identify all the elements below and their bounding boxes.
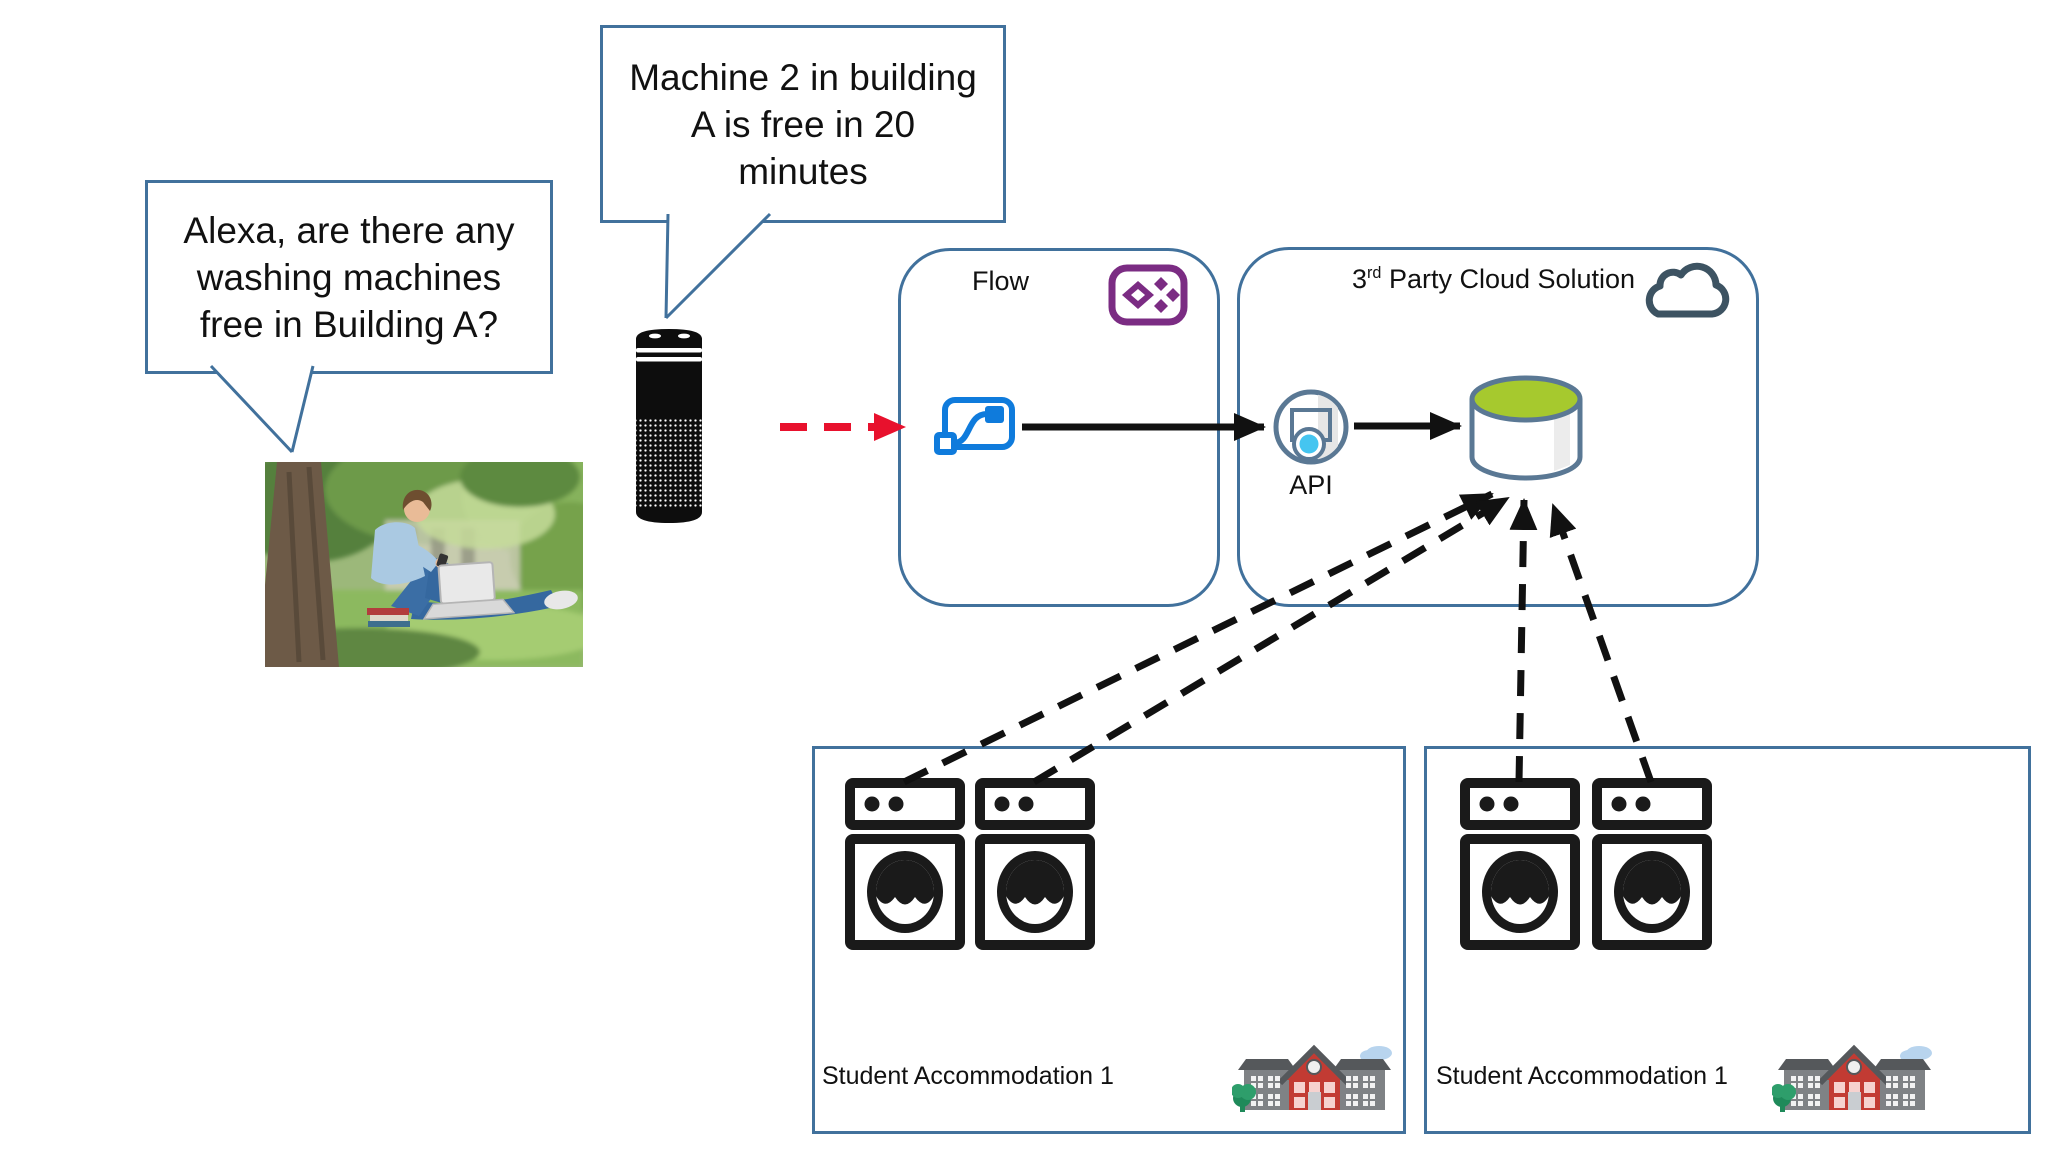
speech-bubble-answer-text: Machine 2 in building A is free in 20 mi… (629, 54, 977, 195)
power-automate-flow-icon (933, 397, 1015, 457)
washing-machine-icon (1460, 778, 1580, 950)
flow-box-title: Flow (972, 266, 1030, 296)
speech-bubble-question-text: Alexa, are there any washing machines fr… (183, 207, 514, 348)
accommodation-1-label: Student Accommodation 1 (822, 1062, 1114, 1090)
question-line-2: washing machines (196, 256, 502, 298)
answer-line-2: A is free in 20 (690, 103, 916, 145)
student-under-tree-photo (265, 462, 583, 667)
washing-machine-icon (1592, 778, 1712, 950)
speech-bubble-answer: Machine 2 in building A is free in 20 mi… (600, 25, 1006, 223)
washing-machine-icon (975, 778, 1095, 950)
amazon-echo-icon (633, 323, 705, 527)
school-building-icon (1232, 1040, 1397, 1115)
api-label: API (1289, 470, 1333, 500)
power-apps-logo-icon (1108, 264, 1188, 326)
answer-line-1: Machine 2 in building (629, 56, 977, 98)
question-line-1: Alexa, are there any (183, 209, 515, 251)
accommodation-2-label: Student Accommodation 1 (1436, 1062, 1728, 1090)
cloud-title-prefix: 3 (1352, 264, 1368, 294)
cloud-title-superscript: rd (1367, 264, 1382, 282)
student-photo-illustration (265, 462, 583, 667)
cloud-solution-title: 3rd Party Cloud Solution (1352, 264, 1635, 295)
database-cylinder-icon (1466, 373, 1586, 483)
cloud-title-rest: Party Cloud Solution (1381, 264, 1636, 294)
laptop (422, 561, 516, 620)
question-line-3: free in Building A? (199, 303, 499, 345)
cloud-icon (1630, 256, 1742, 322)
washing-machine-icon (845, 778, 965, 950)
answer-line-3: minutes (738, 150, 868, 192)
question-bubble-tail (209, 361, 315, 454)
answer-bubble-tail (664, 210, 772, 320)
school-building-icon (1772, 1040, 1937, 1115)
speech-bubble-question: Alexa, are there any washing machines fr… (145, 180, 553, 374)
api-icon (1272, 388, 1350, 466)
